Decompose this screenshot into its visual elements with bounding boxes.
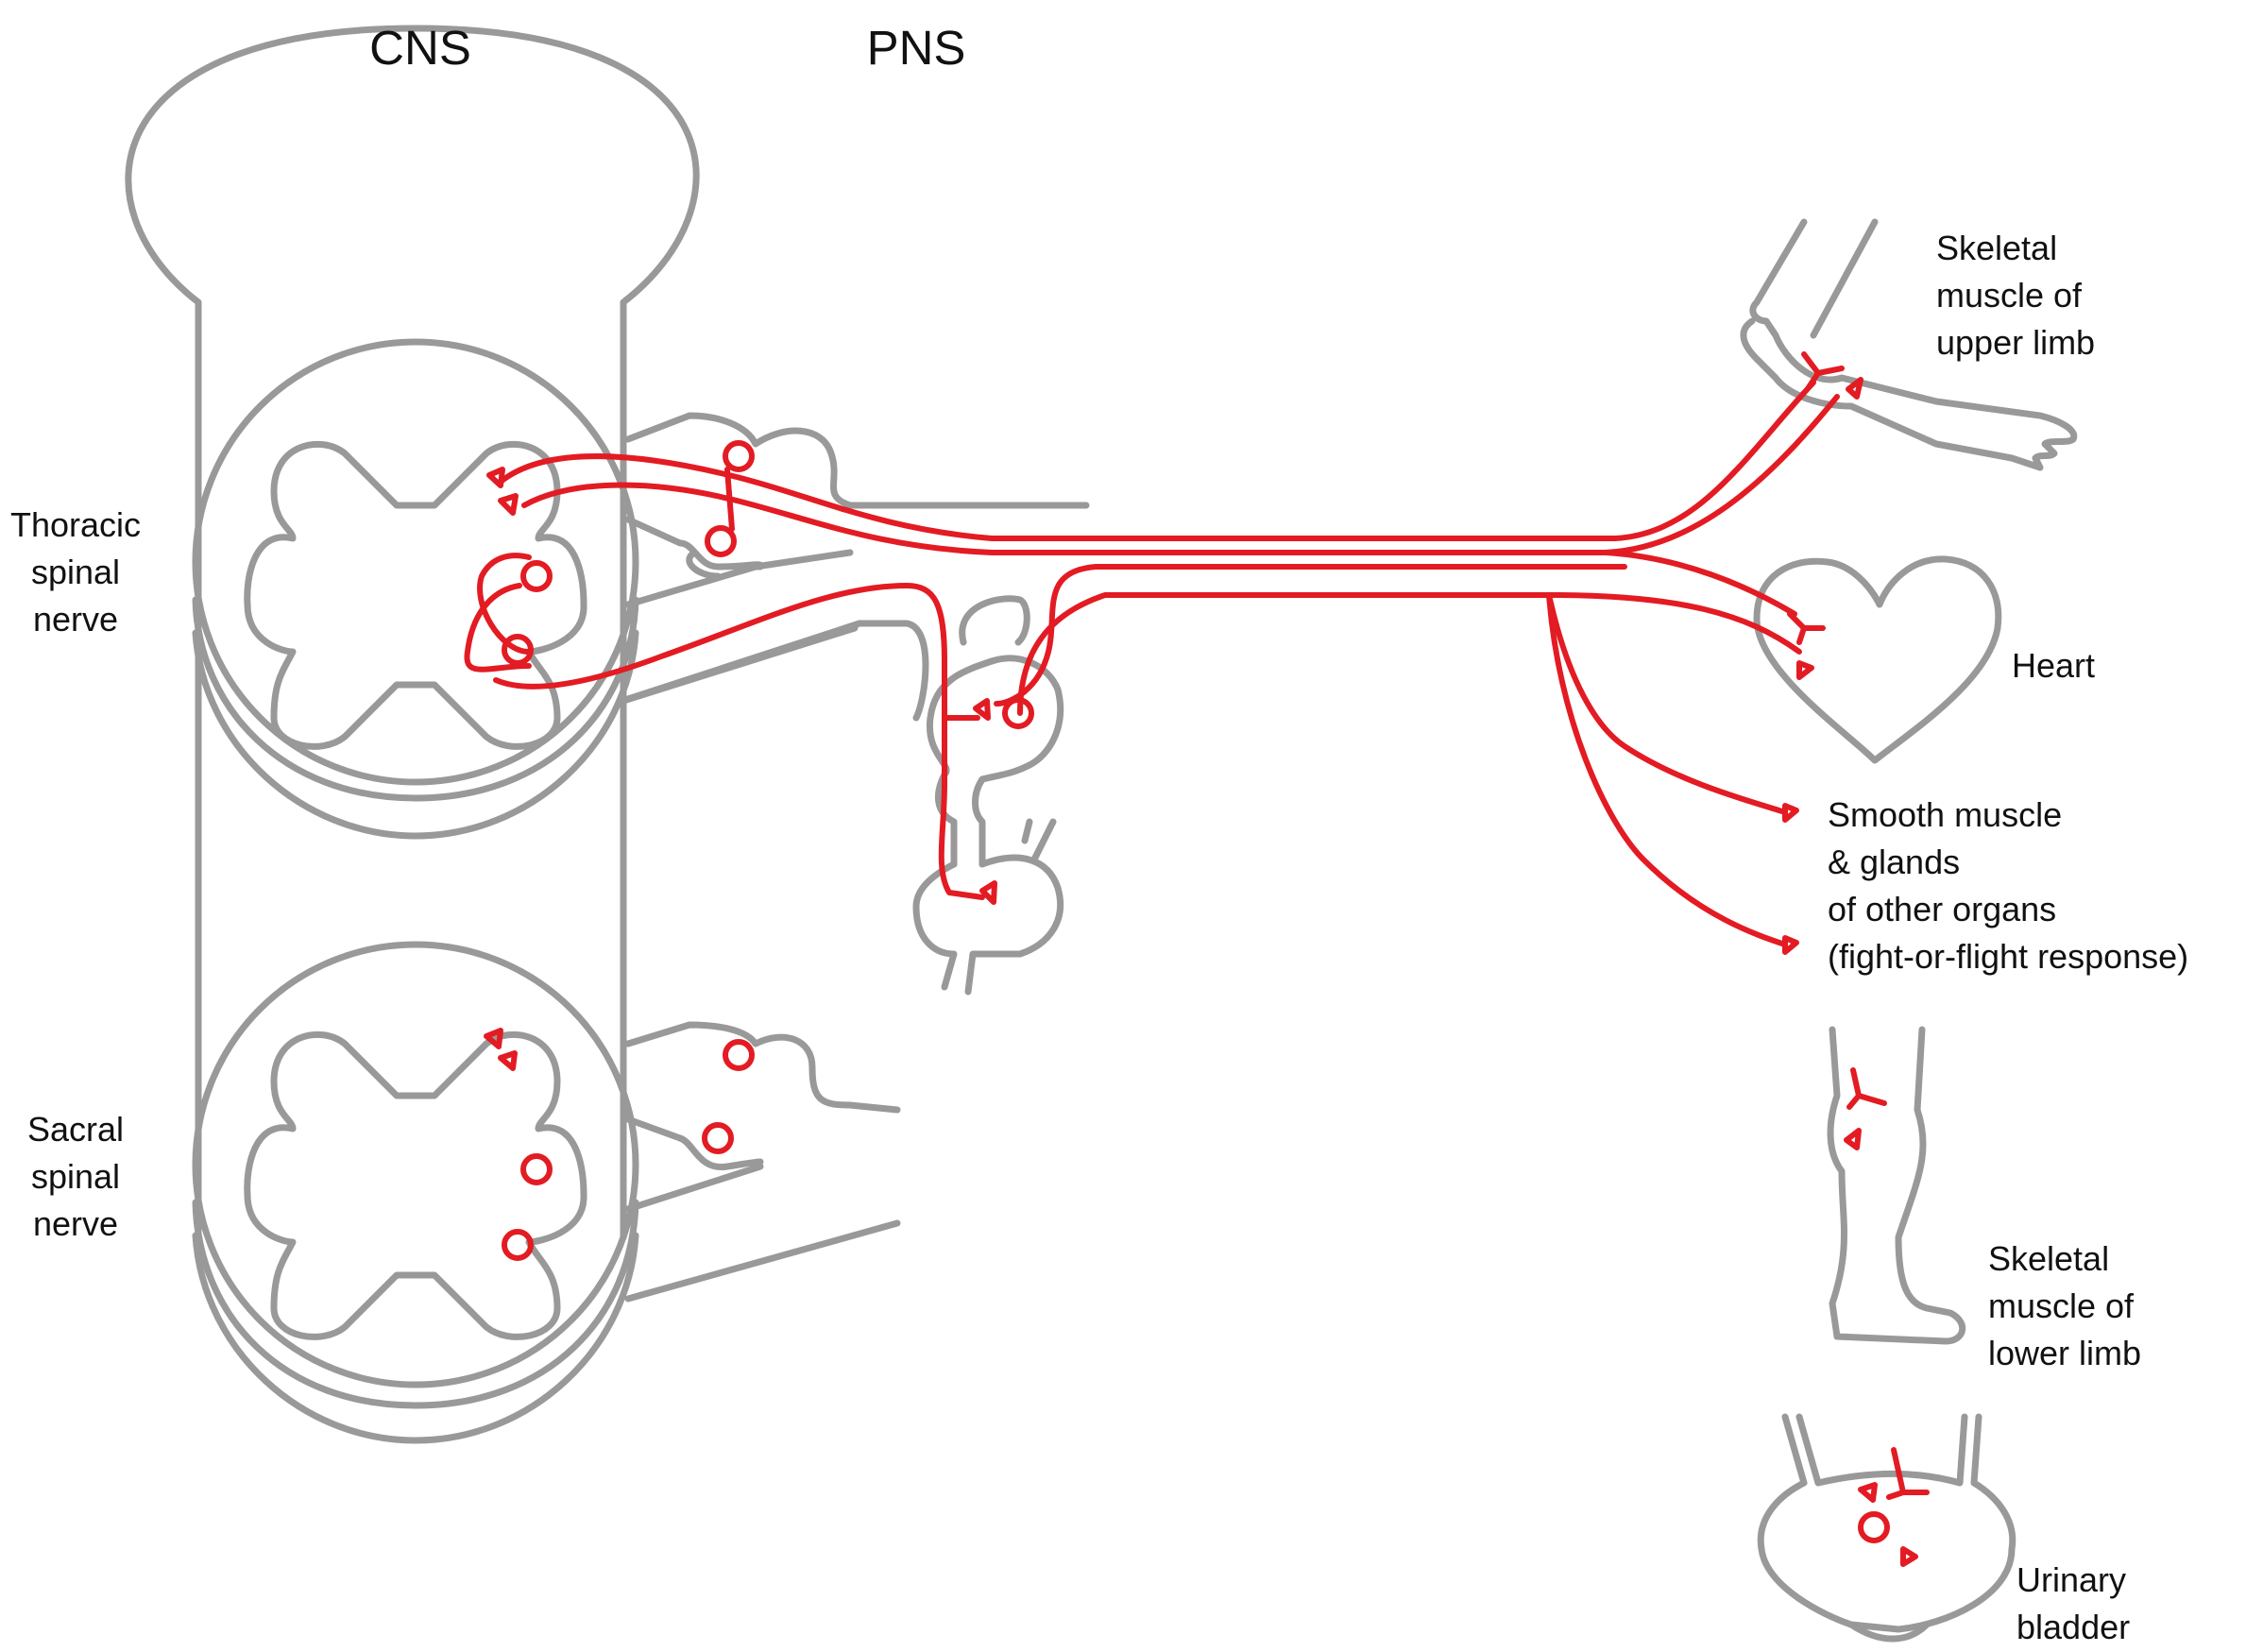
svg-text:of other organs: of other organs [1828, 890, 2056, 928]
svg-text:spinal: spinal [31, 1157, 120, 1196]
svg-text:upper limb: upper limb [1936, 323, 2095, 362]
sympathetic-chain-ganglia [912, 595, 1064, 996]
lower-limb-end-plate [1846, 1067, 1887, 1110]
sacral-neuron-body-2 [502, 1229, 534, 1261]
sacral-synapse-1 [484, 1028, 503, 1049]
upper-limb-label: Skeletal muscle of upper limb [1936, 229, 2095, 362]
dorsal-root-ganglion-cell [723, 440, 755, 472]
bladder-label: Urinary bladder [2016, 1560, 2130, 1646]
svg-text:Urinary: Urinary [2016, 1560, 2126, 1599]
svg-text:(fight-or-flight response): (fight-or-flight response) [1828, 937, 2188, 976]
smooth-muscle-synapse-2 [1782, 935, 1799, 955]
bladder-end-plate [1886, 1447, 1930, 1500]
heart-synapse [1796, 660, 1814, 680]
heart-end-plate [1787, 611, 1826, 645]
upper-limb-synapse [1846, 377, 1863, 400]
sacral-root-ganglion-cell [723, 1039, 755, 1071]
bladder-synapse-2 [1900, 1546, 1918, 1567]
bladder-synapse-1 [1858, 1482, 1878, 1503]
sacral-nerve-roots [624, 1021, 901, 1303]
thoracic-synapse-1 [486, 467, 505, 488]
sacral-ventral-cell [702, 1122, 734, 1154]
upper-limb-end-plate [1801, 351, 1845, 390]
thoracic-motor-neuron-body [520, 560, 553, 592]
heart-outline [1753, 555, 2002, 764]
svg-text:muscle of: muscle of [1936, 276, 2083, 315]
sacral-synapse-2 [498, 1050, 518, 1071]
thoracic-label: Thoracic spinal nerve [10, 505, 141, 639]
smooth-muscle-synapse-1 [1782, 803, 1799, 823]
svg-text:& glands: & glands [1828, 843, 1960, 881]
thoracic-preganglionic-body [502, 634, 534, 666]
svg-text:Skeletal: Skeletal [1988, 1239, 2109, 1278]
svg-text:muscle of: muscle of [1988, 1286, 2135, 1325]
thoracic-gray-matter [244, 440, 587, 750]
thoracic-spinal-segment [192, 338, 639, 840]
sympathetic-preganglionic-loop [464, 583, 532, 673]
svg-text:nerve: nerve [33, 1204, 118, 1243]
smooth-muscle-branch-lower [1546, 592, 1788, 947]
thoracic-nerve-roots [620, 412, 1090, 722]
svg-text:lower limb: lower limb [1988, 1334, 2141, 1372]
heart-label: Heart [2012, 646, 2095, 685]
upper-limb-outline [1740, 218, 2078, 471]
sympathetic-trunk-axon [493, 583, 985, 900]
sacral-label: Sacral spinal nerve [27, 1110, 124, 1243]
smooth-muscle-label: Smooth muscle & glands of other organs (… [1828, 795, 2188, 976]
bladder-ganglion-cell [1858, 1511, 1890, 1543]
svg-text:Skeletal: Skeletal [1936, 229, 2057, 267]
svg-text:Smooth muscle: Smooth muscle [1828, 795, 2062, 834]
sacral-spinal-segment [192, 941, 639, 1444]
heart-axon-upper [1603, 550, 1797, 617]
pns-heading: PNS [867, 21, 966, 75]
svg-text:Sacral: Sacral [27, 1110, 124, 1149]
lower-limb-label: Skeletal muscle of lower limb [1988, 1239, 2141, 1372]
smooth-muscle-branch-upper [1546, 592, 1788, 815]
lower-limb-synapse [1844, 1128, 1862, 1150]
upper-limb-sensory-axon [521, 394, 1840, 555]
brain-outline [125, 25, 700, 1241]
sacral-neuron-body-1 [520, 1153, 553, 1185]
sacral-gray-matter [244, 1030, 587, 1340]
lower-ganglion-synapse [979, 880, 997, 905]
svg-text:nerve: nerve [33, 600, 118, 639]
ganglion-synapse [973, 698, 991, 721]
svg-text:Thoracic: Thoracic [10, 505, 141, 544]
svg-text:bladder: bladder [2016, 1608, 2130, 1646]
heart-axon-lower [994, 564, 1627, 707]
sympathetic-ganglion-cell [1002, 697, 1034, 729]
thoracic-synapse-2 [498, 493, 519, 516]
upper-limb-motor-axon [498, 380, 1816, 541]
ventral-root-cell [705, 525, 737, 557]
postganglionic-to-heart [1017, 592, 1802, 716]
svg-text:spinal: spinal [31, 553, 120, 591]
lower-limb-outline [1827, 1026, 1965, 1345]
cns-heading: CNS [369, 21, 471, 75]
